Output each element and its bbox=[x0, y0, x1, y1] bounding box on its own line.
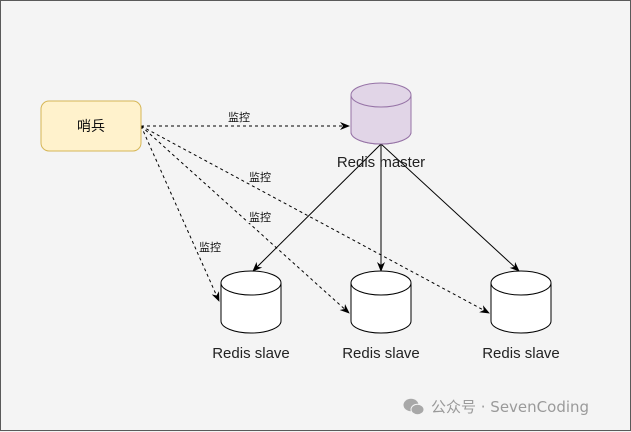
edge-sentinel-to-slave-3 bbox=[140, 125, 490, 314]
slave-node-2[interactable]: Redis slave bbox=[342, 270, 420, 362]
edge-sentinel-to-slave-2 bbox=[140, 125, 350, 314]
monitor-label-slave-3: 监控 bbox=[249, 170, 271, 184]
edge-sentinel-to-slave-1 bbox=[140, 125, 220, 302]
monitor-label-slave-1: 监控 bbox=[199, 240, 221, 254]
monitor-label-slave-2: 监控 bbox=[249, 210, 271, 224]
replication-edges bbox=[252, 143, 520, 272]
watermark: 公众号 · SevenCoding bbox=[403, 396, 589, 417]
wechat-icon bbox=[403, 398, 425, 415]
slave-label-3: Redis slave bbox=[482, 345, 560, 362]
watermark-text: 公众号 · SevenCoding bbox=[431, 398, 590, 416]
monitor-edges bbox=[140, 122, 490, 314]
sentinel-label: 哨兵 bbox=[77, 119, 105, 135]
edge-master-to-slave-3 bbox=[380, 143, 520, 272]
slave-node-1[interactable]: Redis slave bbox=[212, 270, 290, 362]
monitor-label-master: 监控 bbox=[228, 110, 250, 124]
master-node[interactable]: Redis master bbox=[337, 82, 425, 171]
slave-label-1: Redis slave bbox=[212, 345, 290, 362]
slave-label-2: Redis slave bbox=[342, 345, 420, 362]
slave-node-3[interactable]: Redis slave bbox=[482, 270, 560, 362]
master-label: Redis master bbox=[337, 154, 425, 171]
edge-master-to-slave-1 bbox=[252, 143, 382, 272]
sentinel-node[interactable]: 哨兵 bbox=[40, 100, 142, 152]
